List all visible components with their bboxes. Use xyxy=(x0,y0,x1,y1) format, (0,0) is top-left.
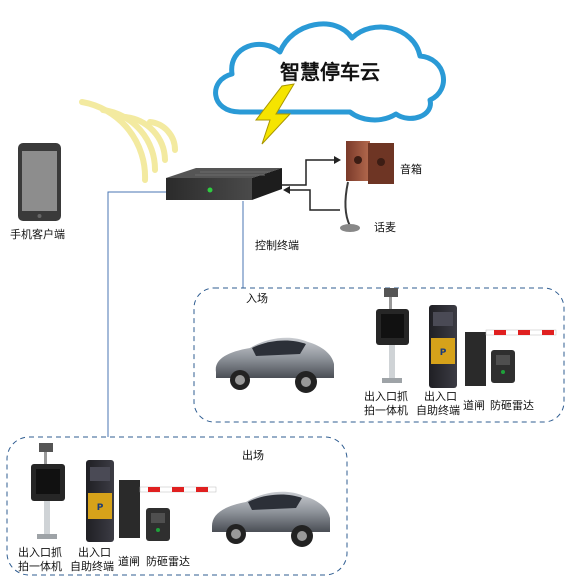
entrance-radar-label: 防砸雷达 xyxy=(490,398,534,412)
exit-title: 出场 xyxy=(242,448,264,462)
entrance-car xyxy=(215,337,334,393)
cloud: 智慧停车云 xyxy=(213,21,446,123)
controller-label: 控制终端 xyxy=(255,238,299,252)
lightning-icon xyxy=(254,83,295,145)
entrance-camera xyxy=(376,288,409,383)
exit-camera xyxy=(31,443,65,539)
entrance-camera-label-1: 出入口抓 xyxy=(364,389,408,403)
exit-kiosk-label-1: 出入口 xyxy=(78,545,111,559)
exit-radar-label: 防砸雷达 xyxy=(146,554,190,568)
phone-device xyxy=(18,143,61,221)
entrance-kiosk: P xyxy=(429,305,457,388)
exit-kiosk: P xyxy=(86,460,114,542)
entrance-zone xyxy=(193,287,565,423)
cloud-shape xyxy=(213,21,446,123)
cloud-title: 智慧停车云 xyxy=(280,60,380,84)
link-lines xyxy=(107,191,244,437)
speaker-device xyxy=(346,141,394,184)
exit-barrier xyxy=(119,480,217,538)
mic-label: 话麦 xyxy=(374,221,396,234)
phone-label: 手机客户端 xyxy=(10,227,65,241)
exit-kiosk-label-2: 自助终端 xyxy=(70,559,114,573)
exit-camera-label-2: 拍一体机 xyxy=(18,559,62,573)
wifi-icon xyxy=(79,99,179,183)
svg-text:P: P xyxy=(440,348,447,358)
entrance-kiosk-label-2: 自助终端 xyxy=(416,403,460,417)
entrance-title: 入场 xyxy=(246,291,268,305)
entrance-radar xyxy=(491,350,515,383)
svg-text:P: P xyxy=(97,503,104,513)
entrance-barrier xyxy=(465,329,557,386)
exit-car xyxy=(212,491,330,547)
entrance-kiosk-label-1: 出入口 xyxy=(424,389,457,403)
exit-zone xyxy=(6,436,348,576)
audio-arrows xyxy=(280,156,341,211)
controller-device xyxy=(166,168,282,200)
entrance-barrier-label: 道闸 xyxy=(463,398,485,412)
exit-barrier-label: 道闸 xyxy=(118,554,140,568)
speaker-label: 音箱 xyxy=(400,162,422,176)
mic-device xyxy=(340,181,360,232)
exit-camera-label-1: 出入口抓 xyxy=(18,545,62,559)
entrance-camera-label-2: 拍一体机 xyxy=(364,403,408,417)
exit-radar xyxy=(146,508,170,541)
